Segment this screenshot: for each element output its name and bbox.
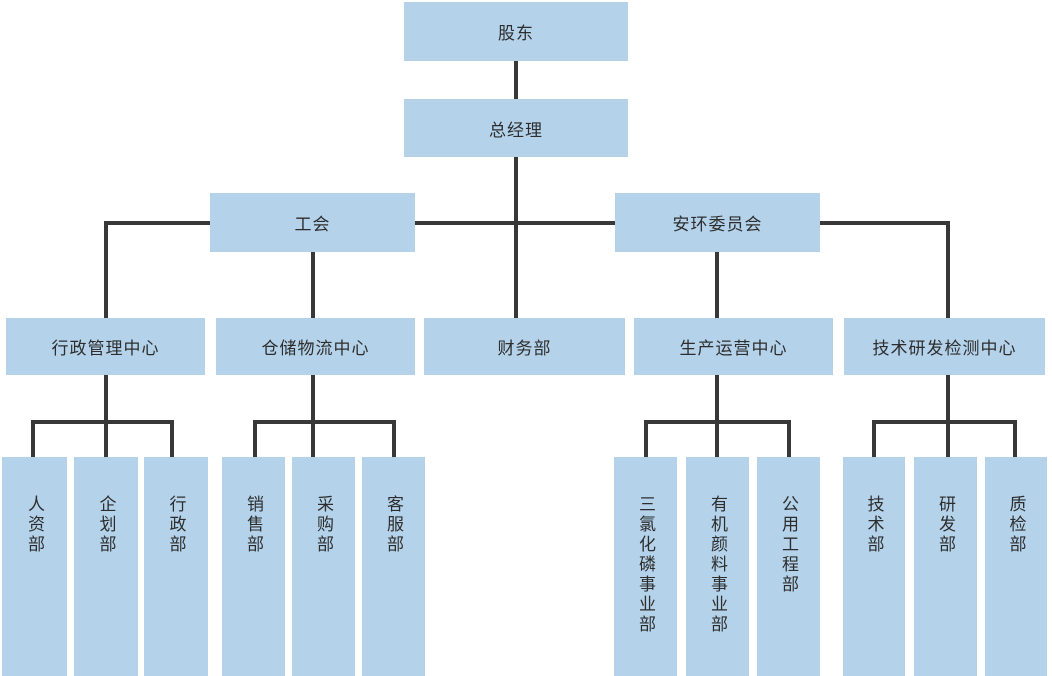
connector-warehouse-child-2: [311, 420, 315, 457]
org-node-purchasing-dept: 采购部: [292, 457, 355, 676]
connector-production-stem: [715, 375, 719, 424]
org-node-label: 公用工程部: [779, 495, 798, 595]
org-node-customer-service-dept: 客服部: [362, 457, 425, 676]
org-node-label: 仓储物流中心: [261, 339, 370, 358]
connector-admin-child-3: [170, 420, 174, 457]
org-node-label: 采购部: [314, 495, 333, 555]
org-node-qc-dept: 质检部: [985, 457, 1047, 676]
org-node-production-operations-center: 生产运营中心: [634, 318, 833, 375]
connector-warehouse-stem: [311, 375, 315, 424]
org-node-label: 技术部: [864, 495, 884, 555]
org-node-label: 客服部: [384, 495, 403, 555]
org-node-hr-dept: 人资部: [2, 457, 67, 676]
org-node-pcl3-division: 三氯化磷事业部: [614, 457, 677, 676]
connector-warehouse-child-1: [253, 420, 257, 457]
org-node-public-works-dept: 公用工程部: [757, 457, 820, 676]
connector-committee-production: [715, 252, 719, 318]
connector-production-child-1: [644, 420, 648, 457]
org-node-label: 企划部: [96, 495, 116, 555]
org-node-label: 研发部: [936, 495, 955, 555]
org-node-planning-dept: 企划部: [74, 457, 138, 676]
connector-tech-child-2: [946, 420, 950, 457]
org-node-label: 总经理: [489, 120, 543, 140]
org-node-shareholders: 股东: [404, 2, 628, 61]
connector-committee-right-vertical: [946, 221, 950, 318]
connector-production-child-3: [787, 420, 791, 457]
org-node-label: 生产运营中心: [679, 339, 788, 358]
org-node-label: 质检部: [1006, 495, 1026, 555]
org-node-rd-dept: 研发部: [914, 457, 977, 676]
org-node-tech-dept: 技术部: [843, 457, 905, 676]
connector-level3-horizontal: [415, 221, 615, 225]
org-node-label: 人资部: [25, 495, 44, 555]
connector-union-left-horizontal: [104, 221, 210, 225]
org-node-label: 技术研发检测中心: [872, 339, 1017, 358]
org-node-label: 安环委员会: [672, 215, 763, 234]
connector-production-child-2: [715, 420, 719, 457]
org-node-label: 三氯化磷事业部: [636, 495, 655, 635]
org-node-finance-dept: 财务部: [424, 318, 625, 375]
connector-warehouse-child-3: [392, 420, 396, 457]
connector-union-warehouse: [311, 252, 315, 318]
org-node-label: 销售部: [244, 495, 263, 555]
connector-admin-bar: [31, 420, 174, 424]
connector-gm-trunk: [514, 157, 518, 318]
org-node-safety-env-committee: 安环委员会: [615, 193, 820, 252]
org-node-sales-dept: 销售部: [222, 457, 285, 676]
org-node-admin-management-center: 行政管理中心: [6, 318, 205, 375]
org-node-label: 有机颜料事业部: [708, 495, 727, 635]
connector-admin-stem: [104, 375, 108, 424]
connector-committee-right-horizontal: [820, 221, 950, 225]
org-node-labor-union: 工会: [210, 193, 415, 252]
org-node-label: 工会: [294, 215, 331, 234]
connector-shareholders-gm: [514, 61, 518, 99]
org-node-label: 股东: [498, 24, 534, 43]
org-node-label: 行政部: [166, 495, 186, 555]
org-node-general-manager: 总经理: [404, 99, 628, 157]
org-node-label: 行政管理中心: [51, 339, 160, 358]
connector-admin-child-1: [31, 420, 35, 457]
org-node-tech-rd-testing-center: 技术研发检测中心: [844, 318, 1045, 375]
connector-union-left-vertical: [104, 221, 108, 318]
connector-admin-child-2: [104, 420, 108, 457]
org-node-warehouse-logistics-center: 仓储物流中心: [216, 318, 415, 375]
org-node-label: 财务部: [497, 339, 552, 358]
org-node-admin-dept: 行政部: [144, 457, 208, 676]
connector-tech-bar: [872, 420, 1017, 424]
connector-warehouse-bar: [253, 420, 396, 424]
connector-tech-child-1: [872, 420, 876, 457]
org-node-organic-pigment-division: 有机颜料事业部: [686, 457, 749, 676]
connector-tech-stem: [946, 375, 950, 424]
connector-tech-child-3: [1013, 420, 1017, 457]
